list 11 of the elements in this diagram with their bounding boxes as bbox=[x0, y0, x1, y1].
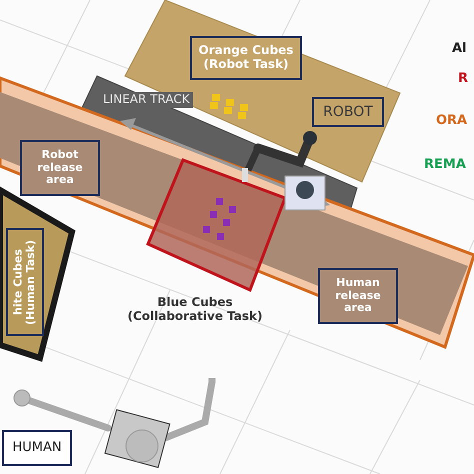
release-area-label: Robot release area bbox=[20, 140, 100, 196]
region-label: Blue Cubes (Collaborative Task) bbox=[126, 296, 264, 324]
legend-text: R bbox=[458, 72, 468, 87]
human-label: HUMAN bbox=[2, 430, 72, 466]
release-area-label: Human release area bbox=[318, 268, 398, 324]
robot-label: ROBOT bbox=[312, 97, 384, 127]
legend-text: REMA bbox=[424, 158, 466, 173]
legend-text: ORA bbox=[436, 114, 468, 129]
legend-text: Al bbox=[452, 42, 467, 57]
task-label: hite Cubes (Human Task) bbox=[6, 228, 44, 336]
task-label: Orange Cubes (Robot Task) bbox=[190, 36, 302, 80]
